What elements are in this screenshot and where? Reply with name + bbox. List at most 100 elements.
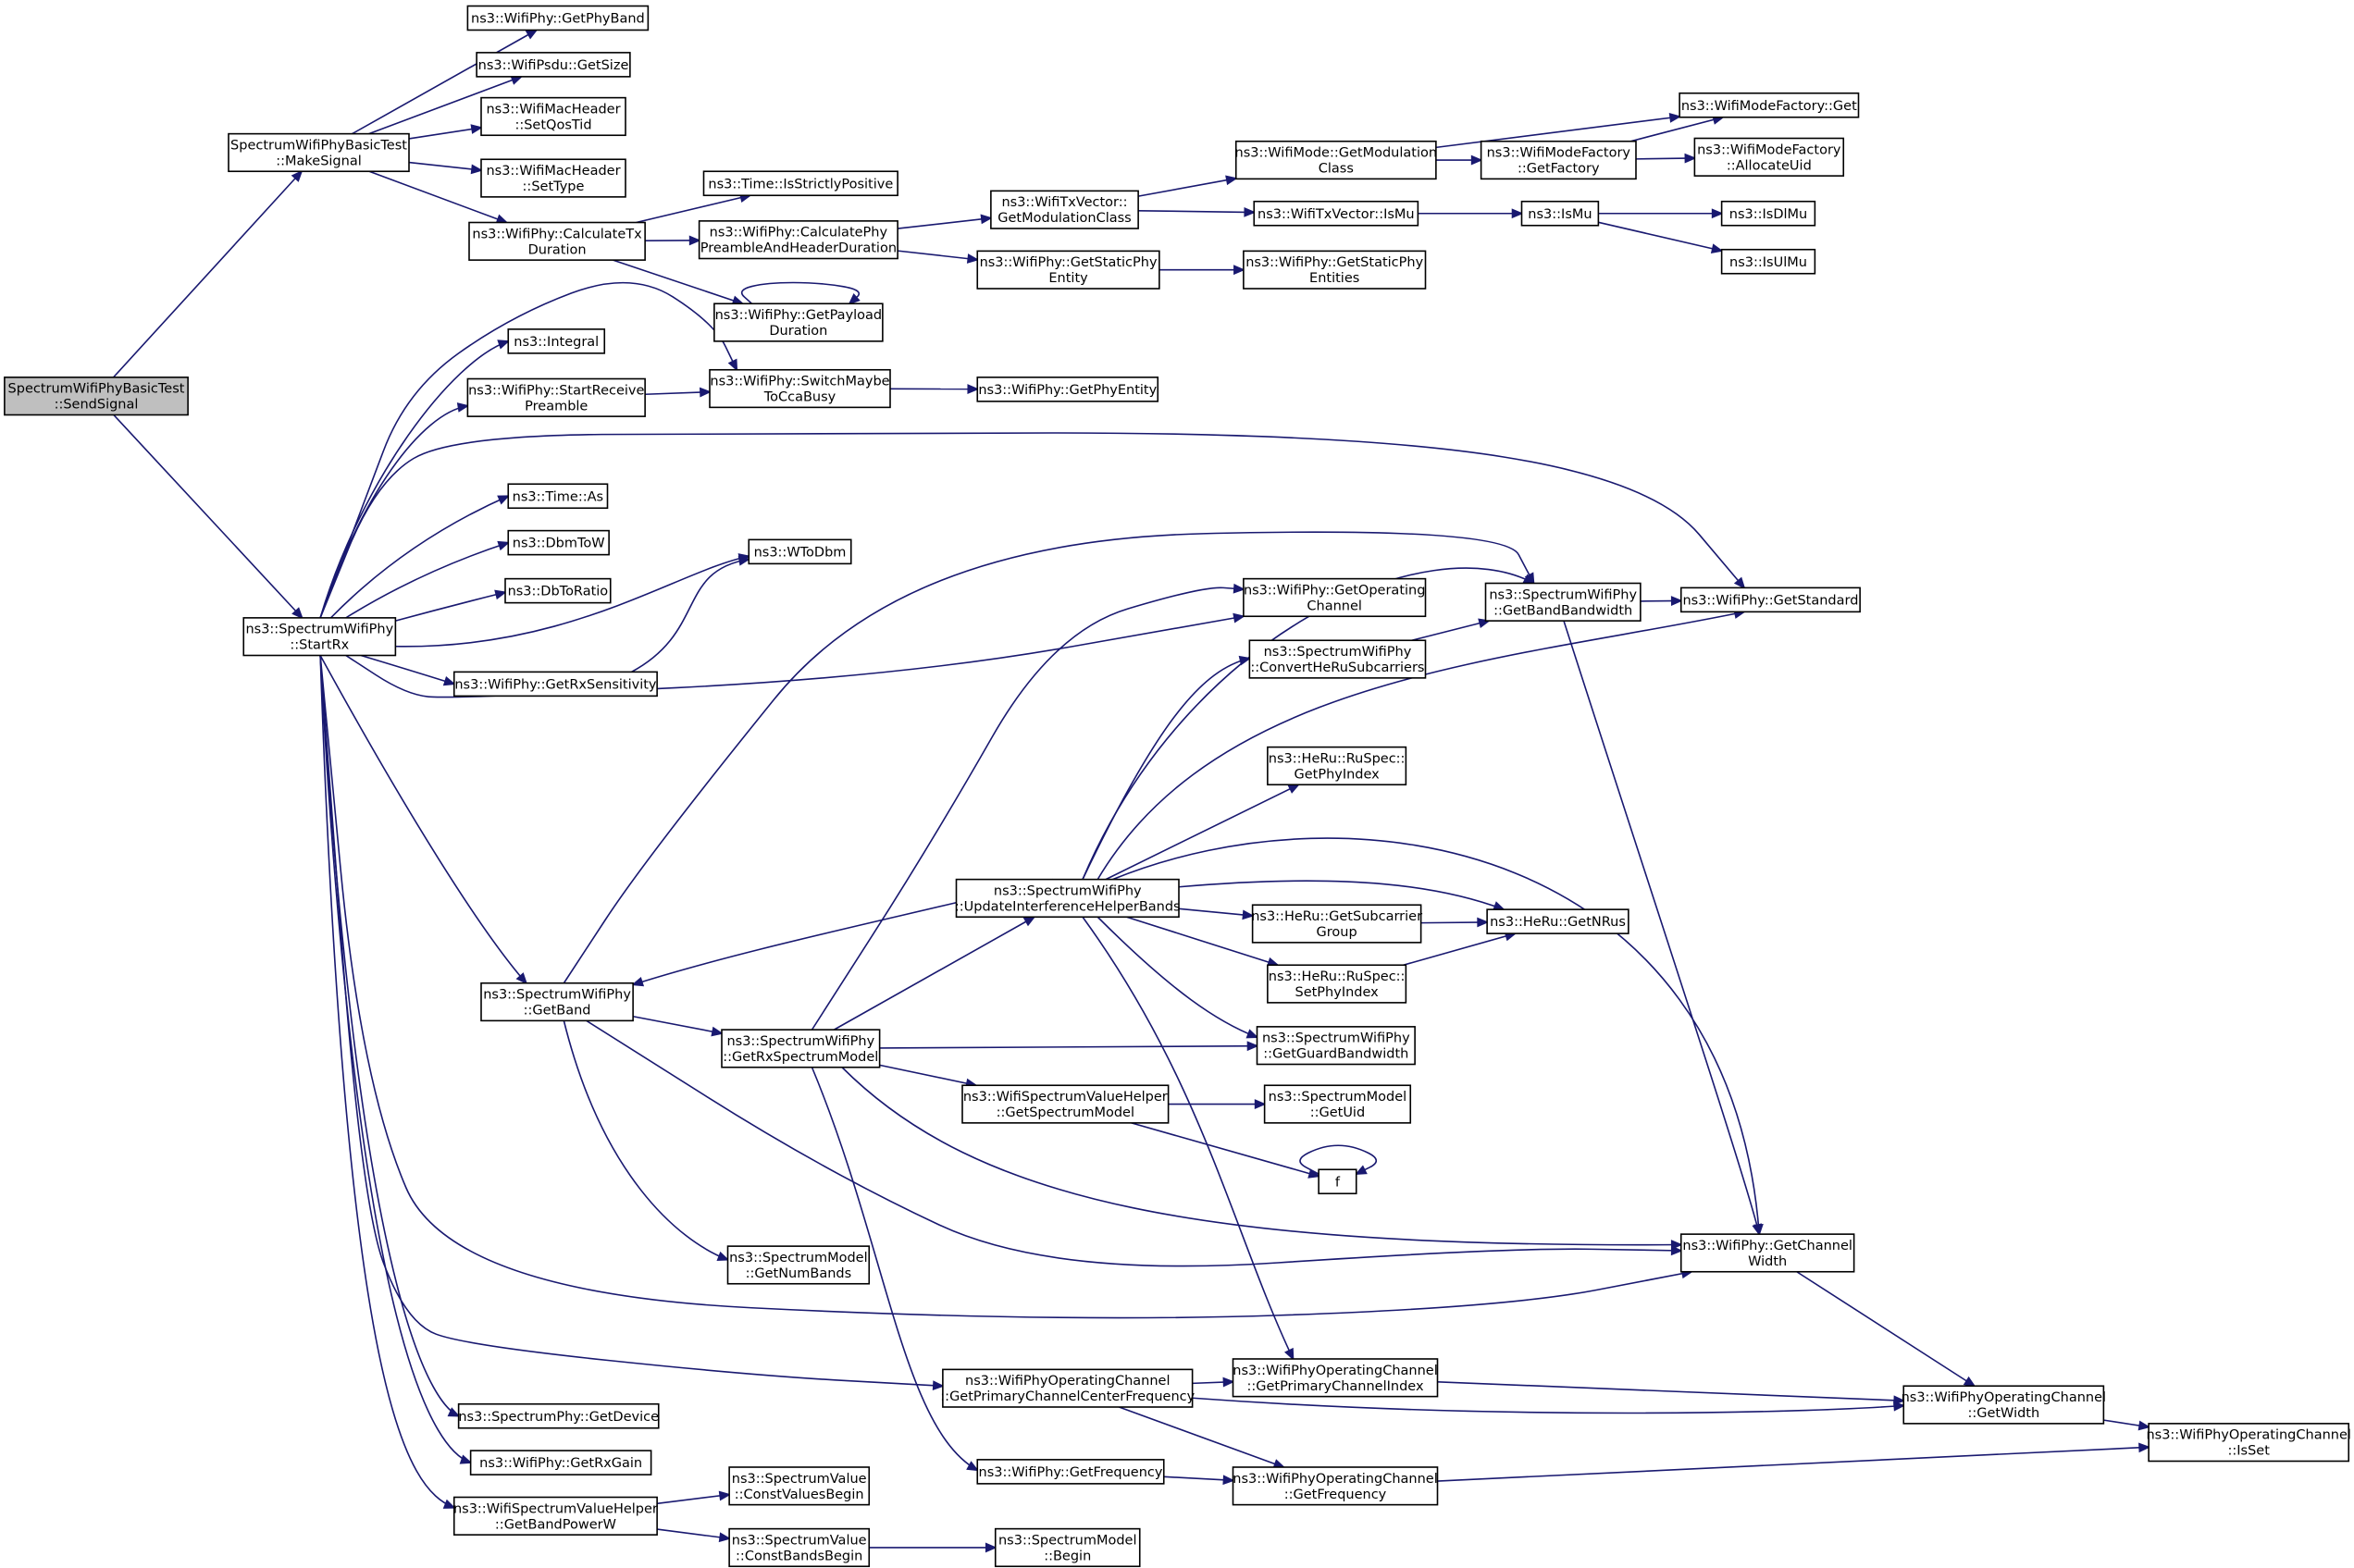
edge-arrowhead [515,972,528,985]
node-sendsignal[interactable]: SpectrumWifiPhyBasicTest::SendSignal [4,377,189,416]
node-isstrictlypos[interactable]: ns3::Time::IsStrictlyPositive [702,170,898,197]
node-getband[interactable]: ns3::SpectrumWifiPhy::GetBand [480,982,634,1022]
node-getbandpower[interactable]: ns3::WifiSpectrumValueHelper::GetBandPow… [452,1496,658,1536]
node-box [1480,140,1637,180]
node-wifigetfreq[interactable]: ns3::WifiPhy::GetFrequency [976,1459,1165,1485]
edge-line [1096,611,1745,881]
node-txgetmodclass[interactable]: ns3::WifiTxVector::GetModulationClass [990,190,1139,229]
node-calcpreamble[interactable]: ns3::WifiPhy::CalculatePhyPreambleAndHea… [698,220,898,260]
node-dbmtow[interactable]: ns3::DbmToW [507,529,610,556]
node-getstandard[interactable]: ns3::WifiPhy::GetStandard [1679,586,1861,613]
node-getrxsens[interactable]: ns3::WifiPhy::GetRxSensitivity [452,671,658,698]
node-modelbegin[interactable]: ns3::SpectrumModel::Begin [994,1527,1141,1568]
node-getnumbands[interactable]: ns3::SpectrumModel::GetNumBands [726,1245,871,1285]
node-factoryget[interactable]: ns3::WifiModeFactory::Get [1679,92,1860,118]
node-dbtoratio[interactable]: ns3::DbToRatio [504,577,612,604]
edges-layer [112,29,2151,1553]
node-getrxgain[interactable]: ns3::WifiPhy::GetRxGain [469,1450,652,1475]
node-box [228,132,410,173]
edge-getbandpower-to-constbands [657,1528,732,1543]
node-setphyindex[interactable]: ns3::HeRu::RuSpec::SetPhyIndex [1267,964,1407,1004]
node-label: ::GetGuardBandwidth [1263,1047,1408,1062]
node-ismu[interactable]: ns3::IsMu [1520,200,1600,227]
edge-line [563,1020,728,1261]
node-getfactory[interactable]: ns3::WifiModeFactory::GetFactory [1480,140,1637,180]
node-integral[interactable]: ns3::Integral [507,328,606,354]
edge-arrowhead [1242,909,1255,920]
node-box [713,302,884,342]
node-getphyentity[interactable]: ns3::WifiPhy::GetPhyEntity [976,377,1159,402]
node-label: ns3::WifiPhyOperatingChannel [1233,1472,1437,1487]
edge-arrowhead [716,1251,730,1261]
edge-arrowhead [291,607,304,620]
node-label: ns3::WifiPhy::SwitchMaybe [710,375,889,389]
edge-arrowhead [1893,1395,1906,1406]
node-getnrus[interactable]: ns3::HeRu::GetNRus [1486,908,1629,934]
node-wtodbm[interactable]: ns3::WToDbm [748,538,852,565]
edge-line [1096,916,1258,1038]
node-box [976,250,1160,290]
node-label: SpectrumWifiPhyBasicTest [230,138,407,153]
node-box [1720,200,1816,227]
node-rugetphyindex[interactable]: ns3::HeRu::RuSpec::GetPhyIndex [1267,746,1407,786]
node-txismu[interactable]: ns3::WifiTxVector::IsMu [1253,200,1419,227]
node-box [480,158,626,198]
node-getspecmodel[interactable]: ns3::WifiSpectrumValueHelper::GetSpectru… [961,1084,1170,1124]
node-settype[interactable]: ns3::WifiMacHeader::SetType [480,158,626,198]
node-box [748,538,852,565]
node-getbandbw[interactable]: ns3::SpectrumWifiPhy::GetBandBandwidth [1484,582,1642,622]
node-isulmu[interactable]: ns3::IsUlMu [1720,248,1816,275]
node-getuid[interactable]: ns3::SpectrumModel::GetUid [1263,1084,1412,1124]
node-box [990,190,1139,229]
node-label: ::GetNumBands [746,1266,852,1281]
node-box [1232,1358,1439,1398]
node-isset[interactable]: ns3::WifiPhyOperatingChannel::IsSet [2146,1423,2351,1463]
node-updateinterf[interactable]: ns3::SpectrumWifiPhy::UpdateInterference… [955,878,1181,919]
edge-getstaticphy-to-staticphyentities [1158,265,1245,276]
node-allocateuid[interactable]: ns3::WifiModeFactory::AllocateUid [1693,137,1845,177]
node-f[interactable]: f [1318,1168,1357,1195]
edge-updateinterf-to-getguardbw [1096,916,1259,1039]
node-timeas[interactable]: ns3::Time::As [507,483,609,510]
node-getprimfreq[interactable]: ns3::WifiPhyOperatingChannel::GetPrimary… [940,1368,1196,1408]
edge-line [1598,221,1722,252]
node-constbands[interactable]: ns3::SpectrumValue::ConstBandsBegin [728,1527,871,1568]
node-getdevice[interactable]: ns3::SpectrumPhy::GetDevice [457,1402,660,1429]
edge-arrowhead [1233,265,1245,276]
node-box [480,96,626,137]
node-box [507,483,609,510]
edge-getrxspectrum-to-getchanwidth [841,1067,1683,1250]
edge-line [1137,178,1236,197]
node-setqostid[interactable]: ns3::WifiMacHeader::SetQosTid [480,96,626,137]
edge-startrx-to-timeas [329,495,511,619]
node-getrxspectrum[interactable]: ns3::SpectrumWifiPhy::GetRxSpectrumModel [721,1029,881,1068]
node-convertheru[interactable]: ns3::SpectrumWifiPhy::ConvertHeRuSubcarr… [1248,639,1427,679]
node-getguardbw[interactable]: ns3::SpectrumWifiPhy::GetGuardBandwidth [1256,1026,1416,1066]
node-opgetwidth[interactable]: ns3::WifiPhyOperatingChannel::GetWidth [1902,1385,2106,1425]
node-box [1234,140,1437,180]
node-opgetfreq[interactable]: ns3::WifiPhyOperatingChannel::GetFrequen… [1232,1466,1439,1506]
node-getphyband[interactable]: ns3::WifiPhy::GetPhyBand [466,5,650,31]
node-box [961,1084,1170,1124]
edge-arrowhead [1022,916,1036,927]
node-isdlmu[interactable]: ns3::IsDlMu [1720,200,1816,227]
node-psdugetsize[interactable]: ns3::WifiPsdu::GetSize [476,52,631,78]
node-label: ns3::WifiPhy::GetPayload [715,308,883,323]
node-modegetmodclass[interactable]: ns3::WifiMode::GetModulationClass [1234,140,1438,180]
node-label: f [1335,1175,1341,1190]
node-getprimindex[interactable]: ns3::WifiPhyOperatingChannel::GetPrimary… [1232,1358,1439,1398]
node-makesignal[interactable]: SpectrumWifiPhyBasicTest::MakeSignal [228,132,410,173]
edge-arrowhead [1670,1245,1683,1256]
node-box [1267,964,1407,1004]
node-startrx[interactable]: ns3::SpectrumWifiPhy::StartRx [242,617,397,657]
node-constvalues[interactable]: ns3::SpectrumValue::ConstValuesBegin [728,1466,871,1506]
